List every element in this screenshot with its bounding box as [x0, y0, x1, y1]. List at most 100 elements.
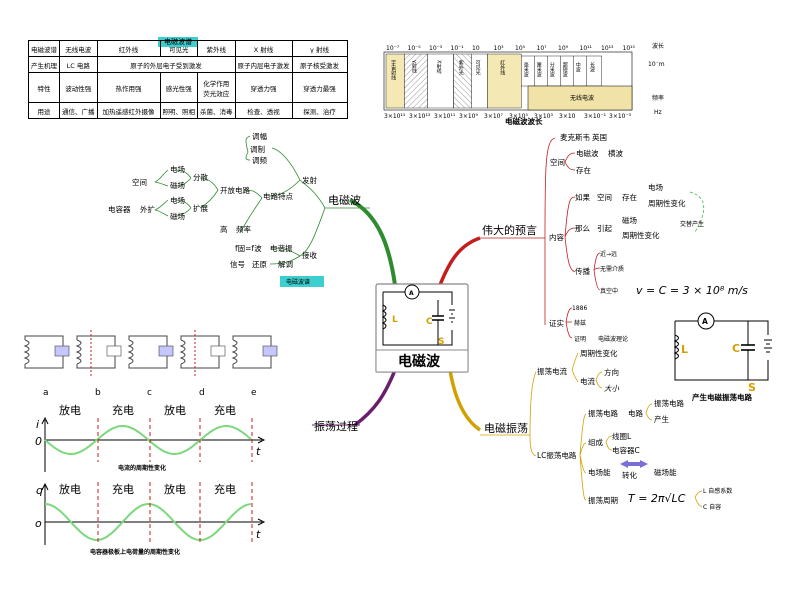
capacitor-icon [210, 345, 226, 357]
spectrum-bottom-tick: 3×10⁻³ [609, 113, 632, 120]
spectrum-top-tick: 10³ [494, 45, 505, 52]
coil-label-2: L [681, 343, 688, 356]
spectrum-caption: 电磁波波长 [505, 116, 543, 126]
coil-icon [127, 339, 134, 365]
convert-arrow-icon [620, 460, 648, 468]
stage-label: b [95, 388, 101, 398]
spectrum-top-tick: 10⁻³ [429, 45, 443, 52]
phase-label: 放电 [164, 403, 186, 417]
osc-circuit-caption: 产生电磁振荡电路 [692, 392, 752, 402]
graph1-x-label: t [256, 445, 261, 458]
phase-label: 放电 [59, 403, 81, 417]
coil-icon [75, 339, 82, 365]
center-title: 电磁波 [398, 353, 441, 370]
node-em-wave: 电磁波 [328, 194, 361, 207]
coil-icon [381, 304, 387, 330]
node-space-rt: 空间 [550, 157, 565, 167]
switch-label-2: S [748, 381, 756, 394]
node-if: 如果 [575, 192, 590, 202]
spectrum-band-label: 毫米波 [523, 61, 529, 78]
spectrum-band-label: 长波 [589, 61, 595, 73]
spectrum-bottom-tick: 3×10¹⁵ [384, 113, 406, 120]
frequency-unit: Hz [654, 109, 662, 116]
graph2-caption: 电容器极板上电荷量的周期性变化 [90, 548, 180, 556]
table-cell: 用途 [28, 102, 60, 119]
spectrum-bottom-tick: 3×10⁵ [509, 113, 528, 120]
coil-label: L [392, 315, 398, 325]
phase-label: 放电 [59, 482, 81, 496]
node-vacuum: 真空中 [600, 287, 618, 295]
node-cap: 电容器C [612, 445, 640, 455]
node-resonance: 电谐振 [270, 243, 293, 253]
spectrum-top-tick: 10⁷ [537, 45, 548, 52]
node-restore: 还原 [252, 259, 267, 269]
spectrum-band-label: 紫外光 [458, 60, 464, 76]
right-bottom-branch: 电磁振荡 振荡电流 周期性变化 电流 方向 大小 LC振荡电路 振荡电路 电路 … [480, 348, 732, 511]
radio-band [527, 85, 633, 111]
phase-label: 充电 [112, 482, 134, 496]
node-b-field-2: 磁场 [170, 211, 185, 221]
spectrum-band-label: X射线 [436, 60, 442, 74]
spectrum-band-label: 可见光 [475, 60, 481, 76]
node-near-far: 近→远 [600, 250, 617, 258]
spectrum-band-label: 中波 [575, 61, 581, 73]
coil-icon [673, 334, 679, 360]
spectrum-top-tick: 10¹³ [601, 45, 614, 52]
node-period: 振荡周期 [588, 495, 618, 505]
charge-wave [44, 502, 252, 542]
node-current: 电流 [580, 376, 595, 386]
node-osc-circuit: 振荡电路 [588, 408, 618, 418]
node-high: 高 [220, 224, 228, 234]
node-em-oscillation: 电磁振荡 [484, 421, 528, 435]
stage-figure: a [23, 335, 70, 398]
node-lc-circuit: LC振荡电路 [537, 450, 577, 460]
spectrum-band [487, 53, 522, 109]
table-cell: 电磁波谱 [28, 40, 60, 57]
table-row: 产生机理 LC 电路 原子的外层电子受到激发 原子内层电子激发 原子核受激发 [28, 56, 348, 73]
spectrum-band-label: 宇宙射线 [390, 59, 396, 80]
right-top-branch: 伟大的预言 麦克斯韦 英国 空间 电磁波 横波 存在 内容 如果 空间 存在 电… [480, 132, 748, 343]
spectrum-top-tick: 10⁻¹ [451, 45, 465, 52]
left-branch: 电磁波 发射 调制 调幅 调频 电路特点 开放电路 分散 扩展 电场 磁场 空间… [108, 131, 370, 287]
table-cell: 探测、治疗 [291, 102, 348, 119]
node-year: 1886 [572, 305, 587, 312]
coil-icon [179, 339, 186, 365]
node-prove: 证明 [574, 336, 586, 343]
table-row: 用途 通信、广播 加热遥感红外摄像 照明、照相 杀菌、消毒 检查、透视 探测、治… [28, 102, 348, 119]
node-outside: 外扩 [140, 204, 155, 214]
node-no-medium: 无需介质 [600, 265, 624, 273]
phase-label: 充电 [112, 403, 134, 417]
graph2-origin: o [35, 517, 42, 530]
node-scatter: 分散 [193, 172, 208, 182]
node-modulate: 调制 [250, 144, 265, 154]
table-cell: 特性 [28, 72, 60, 103]
node-periodic: 周期性变化 [648, 198, 686, 208]
osc-circuit-figure: A L C S 产生电磁振荡电路 [673, 312, 772, 402]
current-wave [44, 424, 252, 456]
ammeter-label-2: A [702, 317, 708, 326]
capacitor-label: C [426, 317, 433, 327]
node-e-energy: 电场能 [588, 467, 611, 477]
radio-label: 无线电波 [570, 94, 594, 102]
node-space: 空间 [132, 177, 147, 187]
stage-label: a [43, 388, 49, 398]
node-fm: 调频 [252, 155, 267, 165]
branch-right-bottom [448, 369, 482, 432]
branch-left-bottom [353, 369, 397, 427]
table-cell: 通信、广播 [59, 102, 98, 119]
spectrum-bottom-tick: 3×10³ [534, 113, 553, 120]
spectrum-top-tick: 10⁻⁷ [386, 45, 400, 52]
capacitor-icon [54, 345, 70, 357]
node-prediction: 伟大的预言 [482, 223, 537, 237]
spectrum-top-tick: 10⁻⁵ [408, 45, 422, 52]
spectrum-band-label: 厘米波 [536, 62, 542, 78]
node-period-formula: T = 2π√LC [628, 492, 686, 505]
spectrum-bottom-tick: 3×10⁹ [459, 113, 478, 120]
node-circuit: 电路 [628, 408, 643, 418]
node-periodic-2: 周期性变化 [622, 230, 660, 240]
charge-graph: q t o 放电充电放电充电 电容器极板上电荷量的周期性变化 [35, 482, 266, 556]
node-capacitor: 电容器 [108, 204, 131, 214]
frequency-label: 频率 [652, 94, 664, 102]
